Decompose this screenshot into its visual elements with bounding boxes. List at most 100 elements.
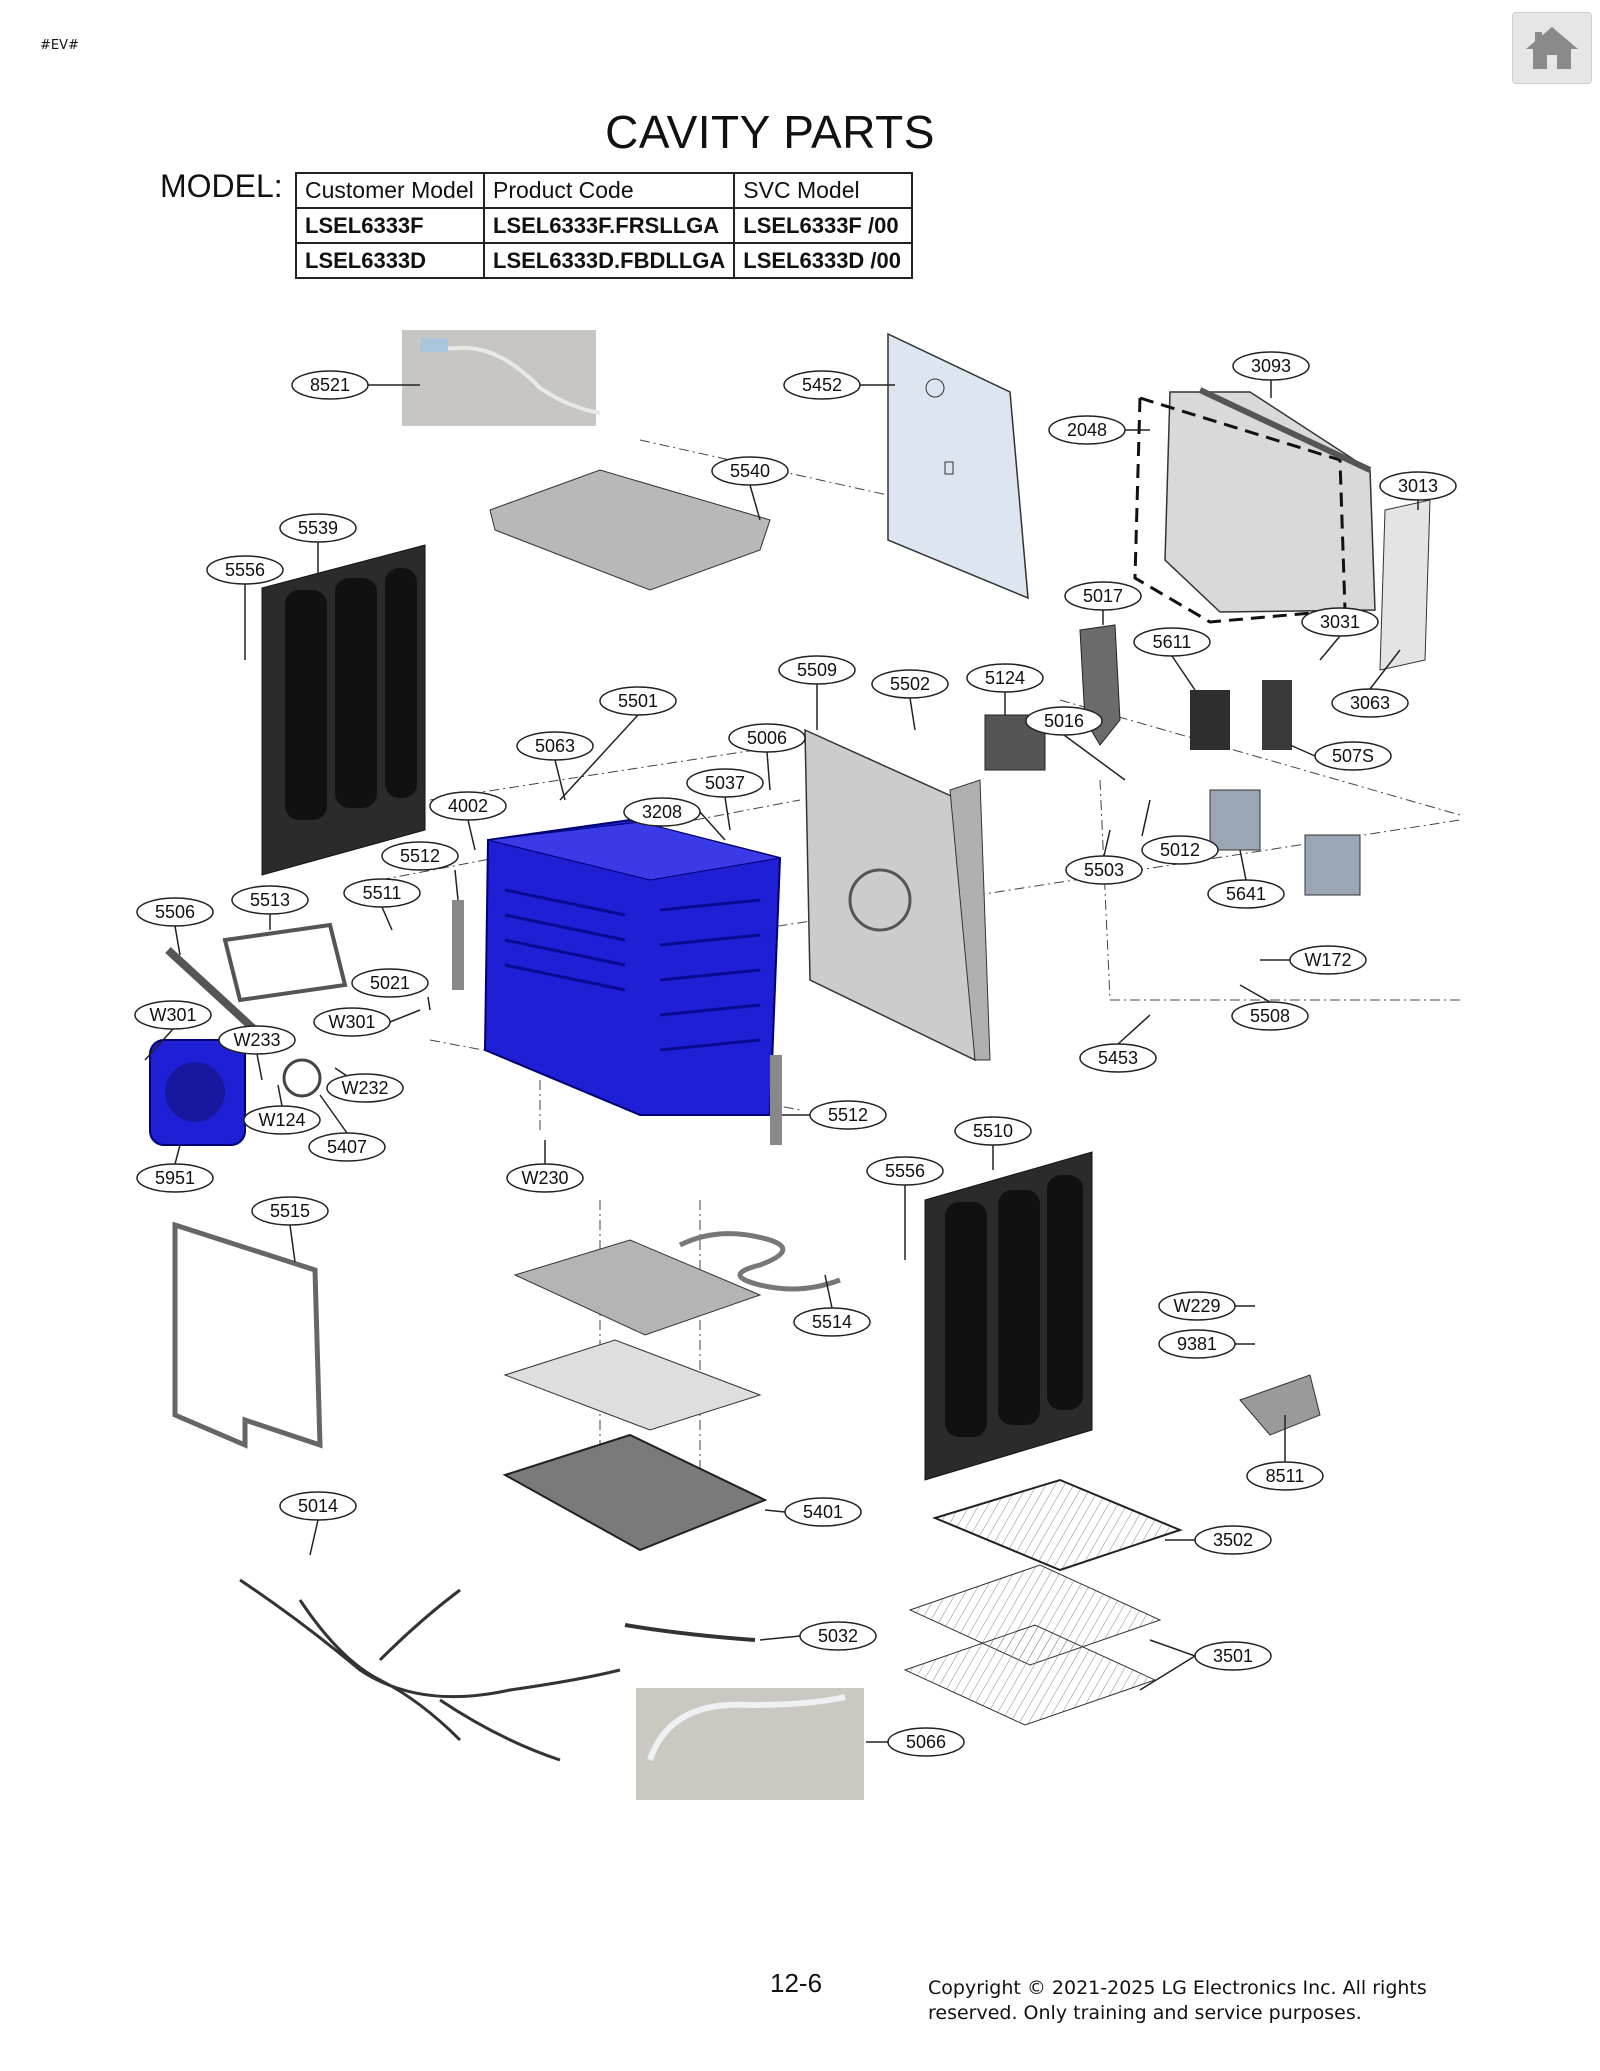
part-label: 5012	[1160, 840, 1200, 860]
part-5509-rear-panel	[804, 728, 976, 1062]
part-label: W301	[149, 1005, 196, 1025]
part-label: 5506	[155, 902, 195, 922]
part-5032-cord	[624, 1623, 756, 1642]
product-code-cell: LSEL6333D.FBDLLGA	[482, 242, 736, 279]
part-label: 5032	[818, 1626, 858, 1646]
part-label: 5510	[973, 1121, 1013, 1141]
callout-5611	[1133, 627, 1211, 657]
callout-5514	[793, 1307, 871, 1337]
page-number: 12-6	[770, 1968, 823, 1998]
part-label: 5515	[270, 1201, 310, 1221]
callout-5014	[279, 1491, 357, 1521]
part-3502-tray	[932, 1478, 1183, 1572]
callout-W124	[243, 1105, 321, 1135]
callout-3093	[1232, 351, 1310, 381]
home-button[interactable]	[1512, 12, 1592, 84]
part-label: W229	[1173, 1296, 1220, 1316]
part-label: 5401	[803, 1502, 843, 1522]
callout-W301-left	[134, 1000, 212, 1030]
callout-W232	[326, 1073, 404, 1103]
table-row: LSEL6333F LSEL6333F.FRSLLGA LSEL6333F /0…	[295, 207, 914, 244]
callout-5539	[279, 513, 357, 543]
part-upper-tray	[513, 1239, 762, 1336]
callout-5556-top	[206, 555, 284, 585]
model-table: Customer Model Product Code SVC Model LS…	[295, 172, 914, 279]
part-label: 8521	[310, 375, 350, 395]
part-label: 3208	[642, 802, 682, 822]
part-5407-fan-blade	[282, 1058, 322, 1098]
callout-5512-left	[381, 841, 459, 871]
header-product-code: Product Code	[482, 172, 736, 209]
part-label: 5124	[985, 668, 1025, 688]
part-label: 3501	[1213, 1646, 1253, 1666]
part-label: 5513	[250, 890, 290, 910]
part-label: 8511	[1266, 1466, 1305, 1486]
callout-5407	[308, 1132, 386, 1162]
part-label: 5501	[618, 691, 658, 711]
part-label: 3502	[1213, 1530, 1253, 1550]
part-label: 5540	[730, 461, 770, 481]
callout-5012	[1141, 835, 1219, 865]
callout-4002	[429, 791, 507, 821]
table-row: LSEL6333D LSEL6333D.FBDLLGA LSEL6333D /0…	[295, 242, 914, 279]
part-5014-harness	[239, 1578, 621, 1762]
part-5641-board-b	[1304, 834, 1361, 896]
part-label: 5509	[797, 660, 837, 680]
callout-5511	[343, 878, 421, 908]
part-5513-element	[222, 922, 348, 1003]
part-5452-panel	[887, 332, 1029, 600]
part-label: W124	[258, 1110, 305, 1130]
part-8511-bracket	[1239, 1374, 1321, 1436]
part-3013-bracket	[1379, 499, 1431, 671]
callout-5124	[966, 663, 1044, 693]
callout-W233	[218, 1025, 296, 1055]
part-label: 5014	[298, 1496, 338, 1516]
callout-5037	[686, 768, 764, 798]
customer-model-cell: LSEL6333D	[295, 242, 485, 279]
part-label: W232	[341, 1078, 388, 1098]
part-label: 5453	[1098, 1048, 1138, 1068]
part-5951-fan-cover	[149, 1039, 246, 1146]
part-label: 3031	[1320, 612, 1360, 632]
part-label: W172	[1304, 950, 1351, 970]
callout-2048	[1048, 415, 1126, 445]
page-title: CAVITY PARTS	[605, 106, 935, 158]
home-icon	[1526, 27, 1578, 69]
callout-5021	[351, 968, 429, 998]
part-label: 5512	[828, 1105, 868, 1125]
callout-5503	[1065, 855, 1143, 885]
part-callouts	[134, 351, 1457, 1757]
callout-W230	[506, 1163, 584, 1193]
callout-5641	[1207, 879, 1285, 909]
part-label: 5951	[155, 1168, 195, 1188]
part-5506-rail	[165, 947, 258, 1033]
part-label: 5006	[747, 728, 787, 748]
part-5512-bracket-right	[770, 1055, 782, 1145]
callout-8511	[1246, 1461, 1324, 1491]
model-label: MODEL:	[160, 168, 283, 204]
callout-5509	[778, 655, 856, 685]
callout-5556-bottom	[866, 1156, 944, 1186]
part-5611-box	[1190, 690, 1230, 750]
callout-5401	[784, 1497, 862, 1527]
callout-9381	[1158, 1329, 1236, 1359]
callout-5501	[599, 686, 677, 716]
part-label: 5611	[1153, 632, 1192, 652]
part-label: 9381	[1177, 1334, 1217, 1354]
part-label: 4002	[448, 796, 488, 816]
callout-5508	[1231, 1001, 1309, 1031]
callout-3031	[1301, 607, 1379, 637]
part-5641-board-a	[1209, 789, 1261, 851]
callout-5453	[1079, 1043, 1157, 1073]
part-5540-plate	[489, 469, 771, 591]
part-label: 5539	[298, 518, 338, 538]
part-label: 3063	[1350, 693, 1390, 713]
part-5401-pan	[502, 1433, 768, 1552]
callout-5515	[251, 1196, 329, 1226]
callout-5032	[799, 1621, 877, 1651]
callout-5951	[136, 1163, 214, 1193]
callout-5017	[1064, 581, 1142, 611]
copyright-notice: Copyright © 2021-2025 LG Electronics Inc…	[928, 1977, 1427, 2024]
model-table-header: Customer Model Product Code SVC Model	[295, 172, 914, 209]
callout-5540	[711, 456, 789, 486]
